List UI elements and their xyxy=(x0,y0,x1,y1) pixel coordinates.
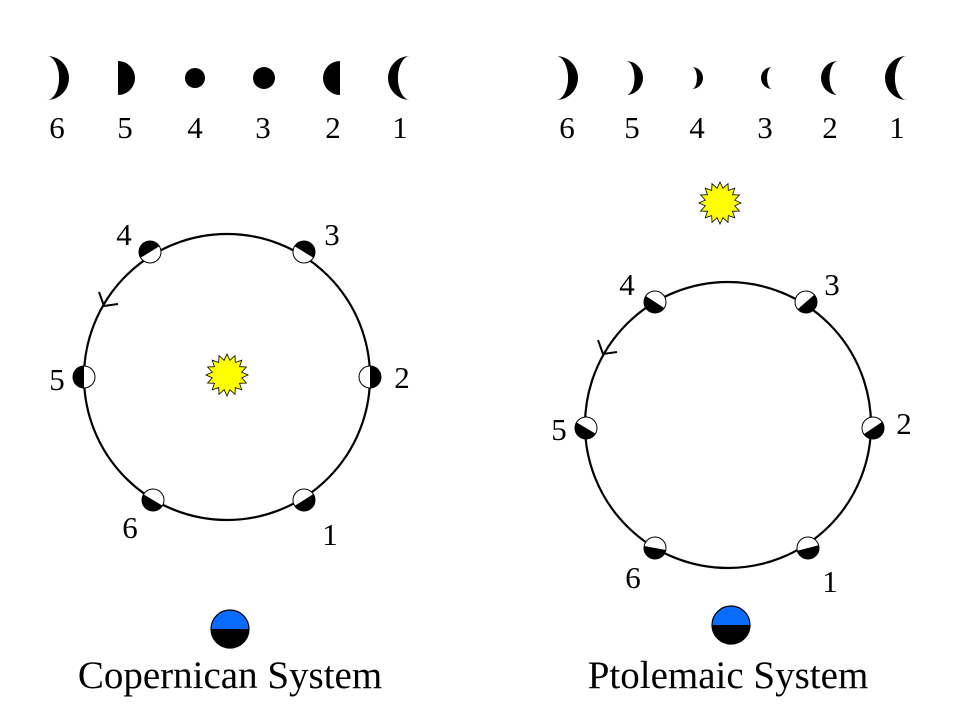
orbit-label: 4 xyxy=(619,267,635,302)
phase-icon-1 xyxy=(388,56,410,100)
planet-dark-half xyxy=(797,294,817,313)
planet-dark-half xyxy=(644,545,666,560)
phase-icon-1 xyxy=(885,56,907,100)
planet-dark-half xyxy=(797,545,819,559)
copernican-panel: Copernican System 6 5 4 3 2 1 1 2 3 4 5 6 xyxy=(47,56,410,697)
earth-icon xyxy=(210,609,250,649)
orbit-label: 5 xyxy=(551,412,567,447)
earth-day-half xyxy=(211,610,249,629)
phase-label: 1 xyxy=(392,110,408,145)
planet-dark-half xyxy=(644,295,665,313)
orbit-circle xyxy=(583,280,873,570)
planet-dark-half xyxy=(73,366,84,388)
phase-label: 6 xyxy=(559,110,575,145)
phase-label: 5 xyxy=(624,110,640,145)
phase-label: 3 xyxy=(757,110,773,145)
copernican-title: Copernican System xyxy=(78,654,382,697)
planet-position-3 xyxy=(292,240,316,264)
orbit-label: 4 xyxy=(116,217,132,252)
phase-icon-4 xyxy=(185,68,205,88)
sun-icon xyxy=(698,181,742,225)
earth-day-half xyxy=(712,606,750,625)
sun-icon xyxy=(205,353,249,397)
phase-icon-2 xyxy=(821,61,838,95)
planet-position-2 xyxy=(358,365,382,389)
planet-position-1 xyxy=(796,536,820,560)
planet-dark-half xyxy=(294,494,315,511)
planet-dark-half xyxy=(863,421,884,440)
phase-label: 1 xyxy=(889,110,905,145)
phase-label: 2 xyxy=(325,110,341,145)
phase-icon-3 xyxy=(761,67,772,89)
orbit-label: 1 xyxy=(822,564,838,599)
ptolemaic-panel: Ptolemaic System 6 5 4 3 2 1 1 2 3 4 5 6 xyxy=(551,56,912,697)
earth-icon xyxy=(711,605,751,645)
phase-icon-2 xyxy=(323,61,340,95)
orbit-direction-arrow xyxy=(98,291,119,308)
phase-icon-5 xyxy=(626,61,643,95)
phase-label: 4 xyxy=(187,110,203,145)
planet-position-5 xyxy=(72,365,96,389)
phase-icon-5 xyxy=(118,61,135,95)
phase-label: 3 xyxy=(255,110,271,145)
planet-position-6 xyxy=(141,488,165,512)
planet-position-2 xyxy=(861,416,885,440)
phase-icon-3 xyxy=(253,67,275,89)
phase-icon-6 xyxy=(47,56,69,100)
planet-position-3 xyxy=(794,290,818,314)
planet-position-1 xyxy=(292,488,316,512)
orbit-label: 3 xyxy=(824,267,840,302)
phase-label: 2 xyxy=(822,110,838,145)
planet-dark-half xyxy=(575,422,596,439)
planet-position-6 xyxy=(643,536,667,560)
planet-dark-half xyxy=(139,241,160,258)
earth-night-half xyxy=(211,629,249,648)
phase-icon-4 xyxy=(692,67,703,89)
phase-icon-6 xyxy=(556,56,578,100)
planet-position-5 xyxy=(574,416,598,440)
orbit-label: 2 xyxy=(896,406,912,441)
planet-dark-half xyxy=(294,241,315,258)
phase-label: 4 xyxy=(689,110,705,145)
planet-dark-half xyxy=(141,494,163,511)
orbit-label: 5 xyxy=(49,362,65,397)
orbit-direction-arrow xyxy=(597,339,618,356)
phase-label: 6 xyxy=(49,110,65,145)
planet-dark-half xyxy=(370,366,381,388)
orbit-label: 3 xyxy=(324,217,340,252)
planet-position-4 xyxy=(138,240,162,264)
planet-position-4 xyxy=(643,290,667,314)
earth-night-half xyxy=(712,625,750,644)
orbit-label: 6 xyxy=(625,560,641,595)
phase-label: 5 xyxy=(117,110,133,145)
ptolemaic-title: Ptolemaic System xyxy=(588,654,869,697)
orbit-label: 2 xyxy=(394,360,410,395)
orbit-label: 6 xyxy=(122,510,138,545)
orbit-label: 1 xyxy=(322,517,338,552)
